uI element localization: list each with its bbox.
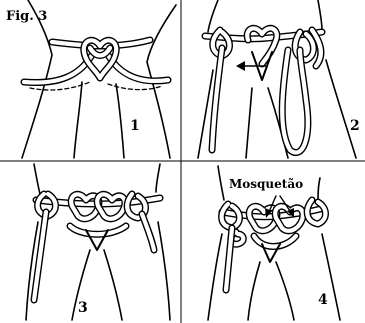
panel-number: 4: [318, 292, 328, 308]
body-outline-right: [156, 164, 160, 192]
body-outline-right: [318, 0, 322, 30]
body-outline-right: [318, 178, 320, 200]
thigh-left-inner: [248, 262, 260, 320]
thigh-inner-right: [116, 84, 124, 158]
panel-3: 3: [26, 164, 170, 320]
panel-2: 2: [198, 0, 360, 158]
left-leg-rope-fill: [226, 228, 232, 290]
panel-number: 3: [78, 300, 88, 316]
body-outline-left: [208, 0, 218, 32]
body-outline-left: [34, 164, 40, 194]
body-outline-left: [218, 166, 224, 200]
thigh-right-inner: [276, 262, 294, 320]
thigh-left-outer: [208, 234, 222, 320]
thigh-right-outer: [158, 222, 170, 320]
thigh-right-inner: [104, 250, 122, 320]
figure-title: Fig. 3: [6, 9, 47, 24]
panel-number: 2: [350, 118, 360, 134]
carabiner-callout: Mosquetão: [229, 177, 303, 191]
thigh-left-inner: [246, 88, 252, 158]
panel-4: Mosquetão 4: [208, 166, 340, 320]
panel-number: 1: [130, 118, 140, 134]
direction-arrowhead: [236, 61, 245, 71]
leg-loop-rope-left-fill: [24, 55, 92, 83]
left-leg-rope-fill: [34, 212, 46, 300]
thigh-right-outer: [326, 60, 356, 158]
thigh-inner-left: [74, 82, 82, 158]
